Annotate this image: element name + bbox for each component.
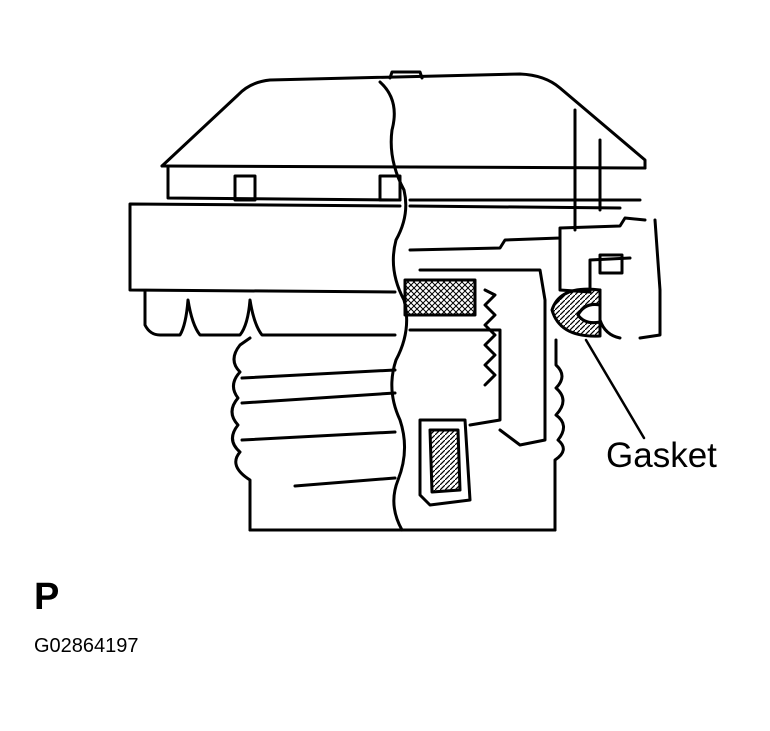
valve-lower-inner [428, 428, 462, 494]
cap-grip-scallops [143, 290, 397, 337]
gasket-label: Gasket [606, 436, 717, 475]
cap-rim-slot-mid [378, 174, 402, 202]
cap-grip-top-right [408, 204, 622, 210]
filler-neck-threads [230, 336, 252, 532]
thread-line-4 [293, 476, 397, 488]
filler-neck-right [553, 338, 565, 532]
thread-line-3 [240, 430, 397, 442]
cap-grip-right-outer [638, 218, 662, 340]
cap-dome-lower-edge [160, 164, 647, 170]
inner-small-block [598, 253, 624, 275]
thread-line-1 [240, 368, 397, 380]
cap-dome [160, 72, 647, 170]
cap-grip-scallops-right [598, 288, 622, 340]
inner-frame-vertical [558, 236, 632, 294]
valve-seal-upper [403, 278, 477, 317]
valve-lower-body [418, 418, 472, 507]
inner-frame-right-wall [573, 108, 602, 232]
valve-spring [483, 288, 497, 387]
valve-inner-housing [408, 328, 502, 427]
valve-outer-housing [418, 268, 547, 447]
view-letter: P [34, 576, 60, 618]
inner-frame-steps [408, 216, 647, 252]
gasket-leader-line [584, 338, 646, 440]
cap-grip-body [128, 202, 402, 294]
gasket [550, 287, 602, 338]
cap-dome-top-ridge [388, 70, 424, 80]
cap-rim-slot-left [233, 174, 257, 202]
cap-rim-band [166, 166, 642, 202]
cutaway-break-line [378, 80, 409, 532]
figure-id: G02864197 [34, 635, 139, 657]
thread-line-2 [240, 391, 397, 405]
